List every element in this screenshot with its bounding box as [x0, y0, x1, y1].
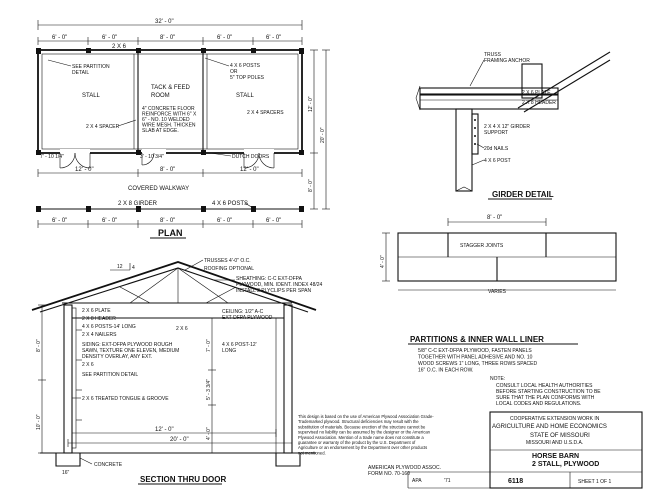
section-header-label: 2 X 8 HEADER — [82, 316, 116, 322]
girder-truss-label: TRUSS — [484, 52, 502, 58]
plan-depth: 20' - 0" — [320, 127, 326, 143]
plan-stall-dim-1: 12' - 0" — [75, 167, 94, 173]
section-left-dim-1: 8' - 0" — [36, 339, 42, 352]
section-post-12-label: 4 X 6 POST-12'LONG — [222, 342, 257, 354]
partition-varies-label: VARIES — [488, 289, 507, 295]
plan-top-dim-1: 6' - 0" — [52, 35, 67, 41]
plan-girder-label: 2 X 8 GIRDER — [118, 201, 158, 207]
section-view: 12 4 8' - 0" 10' - — [31, 258, 323, 485]
section-right-dim-2: 5' - 3 3/4" — [206, 379, 212, 400]
disclaimer-text: This design is based on the use of Ameri… — [298, 414, 434, 455]
section-right-dim-1: 7' - 0" — [206, 339, 212, 352]
credit-text: AMERICAN PLYWOOD ASSOC.FORM NO. 70-160 — [368, 465, 441, 477]
plan-bottom-dim-3: 8' - 0" — [160, 218, 175, 224]
plan-stall-right: STALL — [236, 93, 255, 99]
section-roofing-label: ROOFING OPTIONAL — [204, 266, 254, 272]
plan-view: 32' - 0" 6' - 0" 6' - 0" 8' - 0" 6' - 0"… — [36, 19, 330, 239]
section-right-2x6-label: 2 X 6 — [176, 326, 188, 332]
title-dept: AGRICULTURE AND HOME ECONOMICS — [492, 424, 607, 430]
plan-top-dim-2: 6' - 0" — [102, 35, 117, 41]
partition-width-dim: 8' - 0" — [487, 215, 502, 221]
plan-title: PLAN — [158, 228, 183, 238]
section-posts-label: 4 X 6 POSTS-14' LONG — [82, 324, 136, 330]
section-bottom-total-dim: 20' - 0" — [170, 437, 189, 443]
section-pitch-run: 12 — [117, 264, 123, 270]
section-trusses-label: TRUSSES 4'-0" O.C. — [204, 258, 251, 264]
plan-door-width-left: 7' - 10 1/4" — [40, 154, 64, 160]
section-see-partition-label: SEE PARTITION DETAIL — [82, 372, 138, 378]
plan-bottom-dim-1: 6' - 0" — [52, 218, 67, 224]
plan-posts-label: 4 X 6 POSTS — [212, 201, 248, 207]
section-pitch-rise: 4 — [132, 265, 135, 271]
section-nailers-label: 2 X 4 NAILERS — [82, 332, 117, 338]
section-title: SECTION THRU DOOR — [140, 475, 226, 484]
partition-stagger-label: STAGGER JOINTS — [460, 243, 504, 249]
plan-dutch-doors: DUTCH DOORS — [232, 154, 270, 160]
title-coop: COOPERATIVE EXTENSION WORK IN — [510, 416, 600, 422]
section-bottom-mid-dim: 12' - 0" — [155, 427, 174, 433]
title-year: '71 — [444, 478, 451, 484]
plan-top-dim-3: 8' - 0" — [160, 35, 175, 41]
plan-door-width-mid: 3' - 10 3/4" — [140, 154, 164, 160]
plan-walkway: COVERED WALKWAY — [128, 186, 189, 192]
plan-overall-width-dim: 32' - 0" — [155, 19, 174, 25]
plan-top-dim-4: 6' - 0" — [217, 35, 232, 41]
plan-stall-dim-3: 12' - 0" — [240, 167, 259, 173]
partition-description: 5/8" C-C EXT-DFPA PLYWOOD, FASTEN PANELS… — [418, 348, 537, 374]
plan-depth-right-top: 12' - 0" — [308, 96, 314, 112]
title-apa: APA — [412, 478, 422, 484]
plan-bottom-dim-2: 6' - 0" — [102, 218, 117, 224]
title-sheet: SHEET 1 OF 1 — [578, 479, 611, 485]
plan-spacer-left: 2 X 4 SPACER — [86, 124, 120, 130]
partition-height-dim: 4' - 0" — [380, 255, 386, 268]
section-2x6-label: 2 X 6 — [82, 362, 94, 368]
section-left-dim-2: 10' - 0" — [36, 414, 42, 430]
girder-detail-title: GIRDER DETAIL — [492, 190, 554, 199]
section-footing-dim: 16" — [62, 470, 70, 476]
partition-title: PARTITIONS & INNER WALL LINER — [410, 335, 544, 344]
title-plan-number: 6118 — [508, 478, 523, 485]
section-plate-label: 2 X 6 PLATE — [82, 308, 111, 314]
girder-detail: TRUSS FRAMING ANCHOR 2 X 6 PLATE 2 X 8 H… — [415, 51, 611, 200]
partition-detail: 8' - 0" 4' - 0" STAGGER JOINTS VARIES PA… — [380, 215, 617, 374]
title-university: MISSOURI AND U.S.D.A. — [526, 440, 583, 446]
plan-top-plate-label: 2 X 6 — [112, 44, 127, 50]
plan-bottom-dim-5: 6' - 0" — [266, 218, 281, 224]
note-title: NOTE: — [490, 376, 505, 382]
girder-post-label: 4 X 6 POST — [484, 158, 511, 164]
section-concrete-label: CONCRETE — [94, 462, 123, 468]
plan-spacers-right: 2 X 4 SPACERS — [247, 110, 284, 116]
plan-stall-dim-2: 8' - 0" — [160, 167, 175, 173]
plan-depth-walkway: 8' - 0" — [308, 179, 314, 192]
section-right-dim-3: 4' - 0" — [206, 427, 212, 440]
girder-nails-label: 20d NAILS — [484, 146, 509, 152]
plan-bottom-dim-4: 6' - 0" — [217, 218, 232, 224]
girder-anchor-label: FRAMING ANCHOR — [484, 58, 530, 64]
section-tongue-groove-label: 2 X 6 TREATED TONGUE & GROOVE — [82, 396, 169, 402]
girder-header-label: 2 X 8 HEADER — [522, 100, 556, 106]
title-state: STATE OF MISSOURI — [530, 433, 590, 439]
plan-stall-left: STALL — [82, 93, 101, 99]
plan-top-dim-5: 6' - 0" — [266, 35, 281, 41]
girder-plate-label: 2 X 6 PLATE — [522, 90, 551, 96]
